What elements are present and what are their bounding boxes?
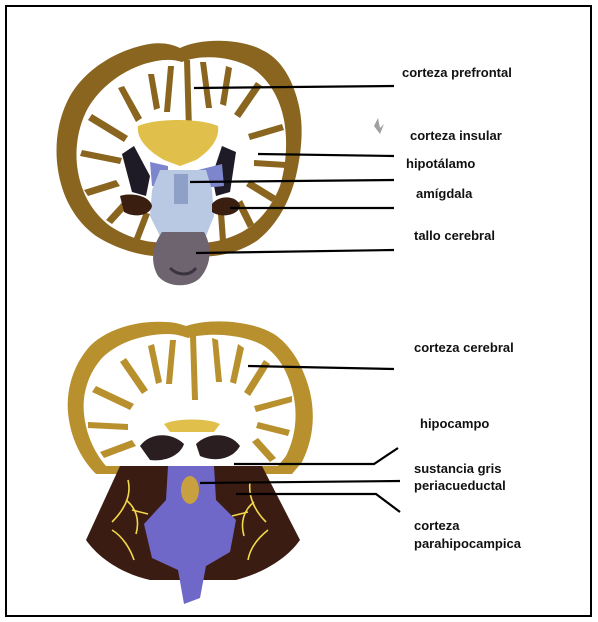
top-midbrain-core <box>174 174 188 204</box>
bottom-pag <box>181 476 199 504</box>
label-pag-line2: periacueductal <box>414 478 506 493</box>
top-brainstem <box>153 232 210 285</box>
gray-marker <box>374 118 384 134</box>
label-parahippocampal-line2: parahipocampica <box>414 536 522 551</box>
label-brainstem: tallo cerebral <box>414 228 495 243</box>
label-hippocampus: hipocampo <box>420 416 489 431</box>
label-hypothalamus: hipotálamo <box>406 156 475 171</box>
label-amygdala: amígdala <box>416 186 473 201</box>
label-insular: corteza insular <box>410 128 502 143</box>
label-pag-line1: sustancia gris <box>414 461 501 476</box>
label-cerebral-cortex: corteza cerebral <box>414 340 514 355</box>
top-brain-section <box>57 41 302 286</box>
label-prefrontal: corteza prefrontal <box>402 65 512 80</box>
bottom-thalamus <box>164 420 220 433</box>
labels: corteza prefrontal corteza insular hipot… <box>402 65 522 551</box>
label-parahippocampal-line1: corteza <box>414 518 460 533</box>
bottom-brain-section <box>68 321 313 604</box>
